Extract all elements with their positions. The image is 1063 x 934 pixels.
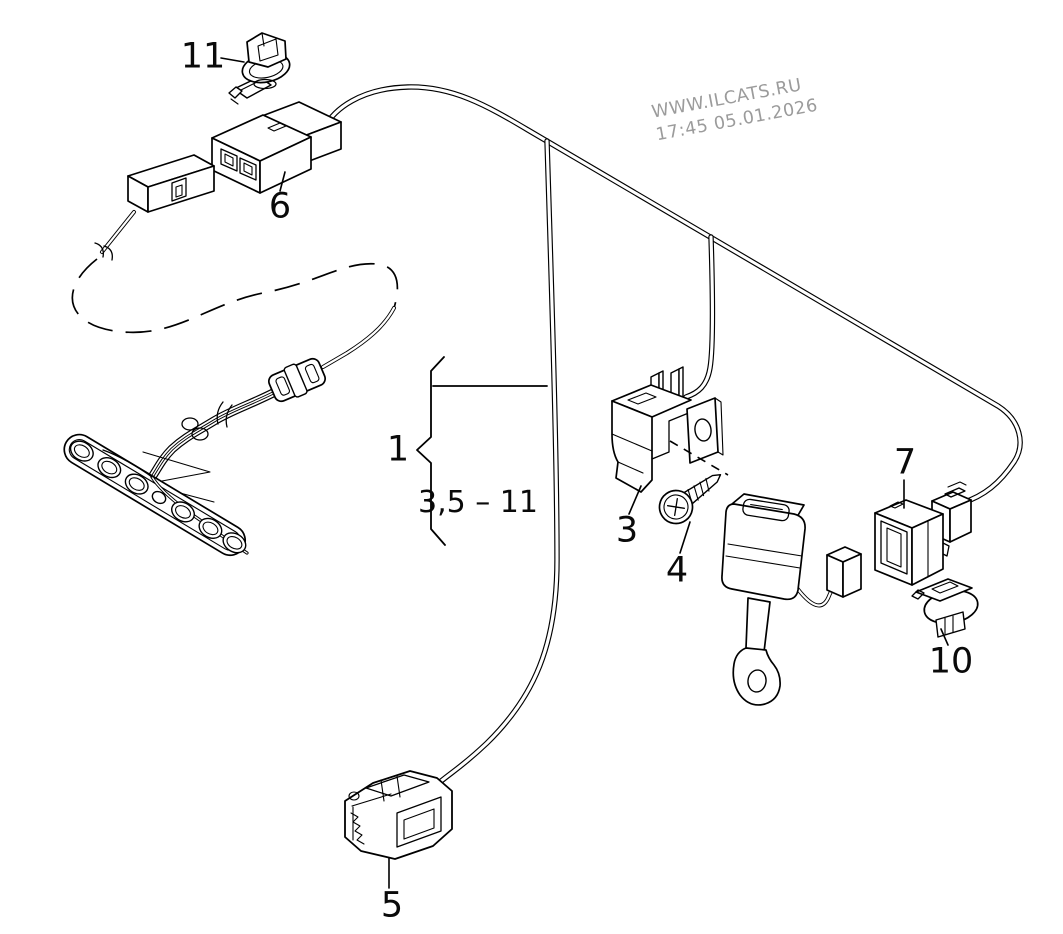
strip-holes: [69, 440, 247, 554]
harness-branch-center: [437, 138, 560, 785]
part4-screw-drawing: [658, 473, 722, 525]
harness-main-wire: [317, 84, 1023, 506]
part6-mating-connector-drawing: [127, 154, 215, 213]
callout-10[interactable]: 10: [928, 641, 974, 682]
part10-clip-drawing: [911, 578, 979, 638]
part5-connector-drawing: [344, 770, 453, 860]
inline-splice: [268, 357, 326, 403]
leader-line-3: [628, 485, 642, 515]
callout-1[interactable]: 1: [386, 429, 410, 470]
callout-11[interactable]: 11: [180, 36, 226, 77]
harness-branch-part3: [683, 234, 716, 400]
leader-line-6: [279, 171, 286, 192]
leader-line-10: [940, 628, 949, 646]
part7-connector-drawing: [874, 481, 972, 586]
callout-range-3-5-11: 3,5 – 11: [418, 485, 538, 520]
routing-dashed-loop: [71, 258, 399, 334]
sensor-lead-wire: [94, 210, 136, 261]
leader-line-4: [679, 521, 691, 554]
sensor-thin-lead: [321, 306, 396, 369]
callout-7[interactable]: 7: [893, 442, 917, 483]
belt-buckle-drawing: [721, 493, 806, 706]
callout-3[interactable]: 3: [615, 510, 639, 551]
callout-6[interactable]: 6: [268, 186, 292, 227]
part11-clip-drawing: [228, 32, 291, 105]
item1-group-bracket: [416, 356, 548, 546]
screw-alignment-dashed-line: [669, 440, 729, 476]
buckle-mating-connector-drawing: [826, 546, 862, 598]
part6-connector-drawing: [211, 101, 342, 194]
part3-bracket-drawing: [611, 366, 729, 493]
callout-5[interactable]: 5: [380, 885, 404, 926]
callout-4[interactable]: 4: [665, 550, 689, 591]
leader-line-11: [220, 57, 245, 63]
sensor-harness-band: [142, 386, 282, 503]
